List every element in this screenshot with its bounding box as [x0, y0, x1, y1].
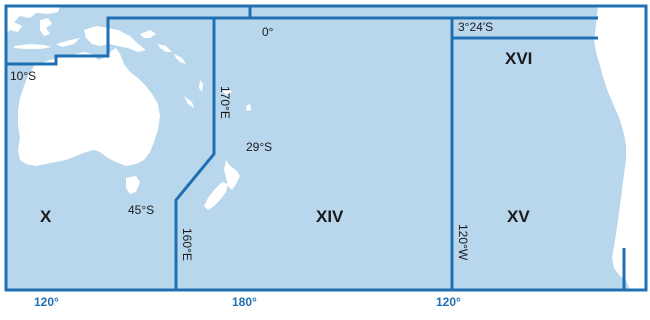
lon-120w-label: 120°W	[456, 224, 470, 261]
map-frame	[4, 4, 648, 292]
lat-3-24s-label: 3°24'S	[458, 20, 493, 34]
boundary-xiv-west	[174, 18, 216, 290]
lesser-sunda-islands	[14, 44, 52, 49]
tonga-island	[246, 104, 251, 111]
new-guinea-landmass	[84, 26, 146, 52]
new-zealand-north-island	[224, 160, 240, 190]
south-america-landmass	[594, 6, 646, 290]
sulawesi-landmass	[40, 18, 52, 36]
area-label-xvi: XVI	[505, 49, 532, 68]
tick-120w: 120°	[436, 295, 461, 309]
indonesia-landmass	[6, 6, 60, 34]
solomon-islands-2	[174, 54, 186, 64]
land-masses	[6, 6, 646, 290]
lon-170e-label: 170°E	[218, 86, 232, 119]
new-zealand-south-island	[204, 182, 228, 210]
solomon-islands	[158, 44, 172, 52]
area-boundaries	[4, 4, 648, 292]
australia-landmass	[18, 48, 160, 166]
new-caledonia	[184, 96, 194, 108]
bismarck-islands	[140, 30, 156, 38]
lat-45s-label: 45°S	[128, 203, 154, 217]
lat-0-label: 0°	[262, 25, 274, 39]
vanuatu-islands	[199, 80, 203, 92]
lat-29s-label: 29°S	[246, 140, 272, 154]
area-label-x: X	[40, 207, 52, 226]
area-label-xv: XV	[507, 207, 530, 226]
lon-160e-label: 160°E	[180, 228, 194, 261]
tierra-del-fuego	[618, 262, 634, 274]
tick-120e: 120°	[34, 295, 59, 309]
fiji-islands	[222, 88, 232, 95]
timor-island	[56, 38, 80, 47]
tick-180: 180°	[232, 295, 257, 309]
tasmania-island	[126, 176, 140, 194]
lat-10s-label: 10°S	[10, 69, 36, 83]
area-label-xiv: XIV	[316, 207, 344, 226]
